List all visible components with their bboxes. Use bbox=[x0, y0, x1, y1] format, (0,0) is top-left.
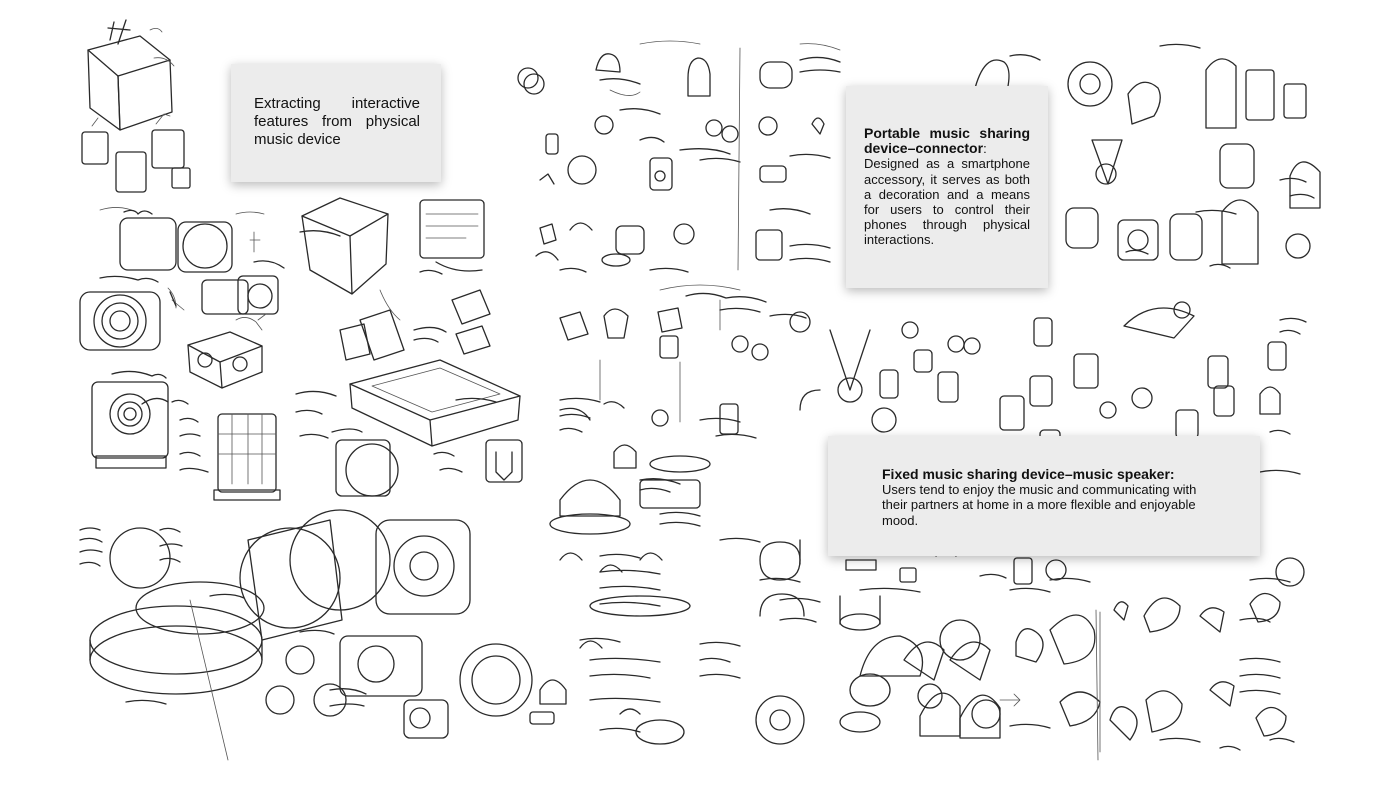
info-card-extracting: Extracting interactive features from phy… bbox=[231, 64, 441, 182]
tray-module-sketch bbox=[349, 359, 521, 447]
divider-line bbox=[1095, 609, 1099, 761]
phone-accessory-sketches bbox=[535, 222, 783, 267]
card-title: Fixed music sharing device–music speaker… bbox=[882, 466, 1175, 482]
pendant-sketches bbox=[1065, 139, 1321, 265]
ring-connector-sketches bbox=[539, 115, 825, 191]
speaker-share-module-sketch bbox=[99, 207, 265, 273]
handwritten-notes bbox=[79, 43, 1315, 751]
card-content: Portable music sharing device–connector:… bbox=[864, 125, 1030, 248]
small-rings-sketch bbox=[265, 645, 449, 739]
music-speaker-disc-sketch bbox=[89, 527, 265, 695]
card-body: Users tend to enjoy the music and commun… bbox=[882, 482, 1197, 528]
message-card-sketch bbox=[451, 289, 491, 355]
center-lower-sketches bbox=[459, 389, 821, 745]
grid-module-sketch bbox=[213, 413, 281, 501]
card-title: Extracting interactive features from phy… bbox=[254, 95, 420, 148]
charger-sketch bbox=[335, 439, 523, 497]
knock-wave-sketch bbox=[91, 381, 169, 469]
ai-object-sketches bbox=[973, 58, 1307, 129]
info-card-portable-device: Portable music sharing device–connector:… bbox=[846, 86, 1048, 288]
divider-line bbox=[737, 47, 741, 271]
press-hand-sketch bbox=[339, 289, 405, 361]
pendant-necklace-sketch bbox=[829, 321, 919, 403]
small-blocks-sketch bbox=[81, 113, 191, 193]
right-bottom-sketches bbox=[999, 592, 1287, 753]
title-separator: : bbox=[983, 141, 987, 157]
music-message-sketch bbox=[79, 287, 185, 351]
boombox-sketches bbox=[187, 275, 279, 389]
card-body: Designed as a smartphone accessory, it s… bbox=[864, 156, 1030, 248]
circular-speaker-sketch bbox=[239, 509, 471, 697]
card-content: Fixed music sharing device–music speaker… bbox=[882, 466, 1222, 528]
center-flow-sketches bbox=[559, 284, 811, 423]
long-distance-couple-sketches bbox=[517, 40, 841, 97]
card-title: Portable music sharing device–connector bbox=[864, 125, 1030, 157]
info-card-fixed-device: Fixed music sharing device–music speaker… bbox=[828, 436, 1260, 556]
lamp-speaker-sketches bbox=[755, 619, 1001, 745]
cube-speaker-sketch bbox=[87, 19, 175, 131]
phones-rings-sketches bbox=[871, 301, 1287, 459]
music-player-sketch bbox=[301, 197, 485, 295]
divider-line bbox=[189, 599, 229, 761]
